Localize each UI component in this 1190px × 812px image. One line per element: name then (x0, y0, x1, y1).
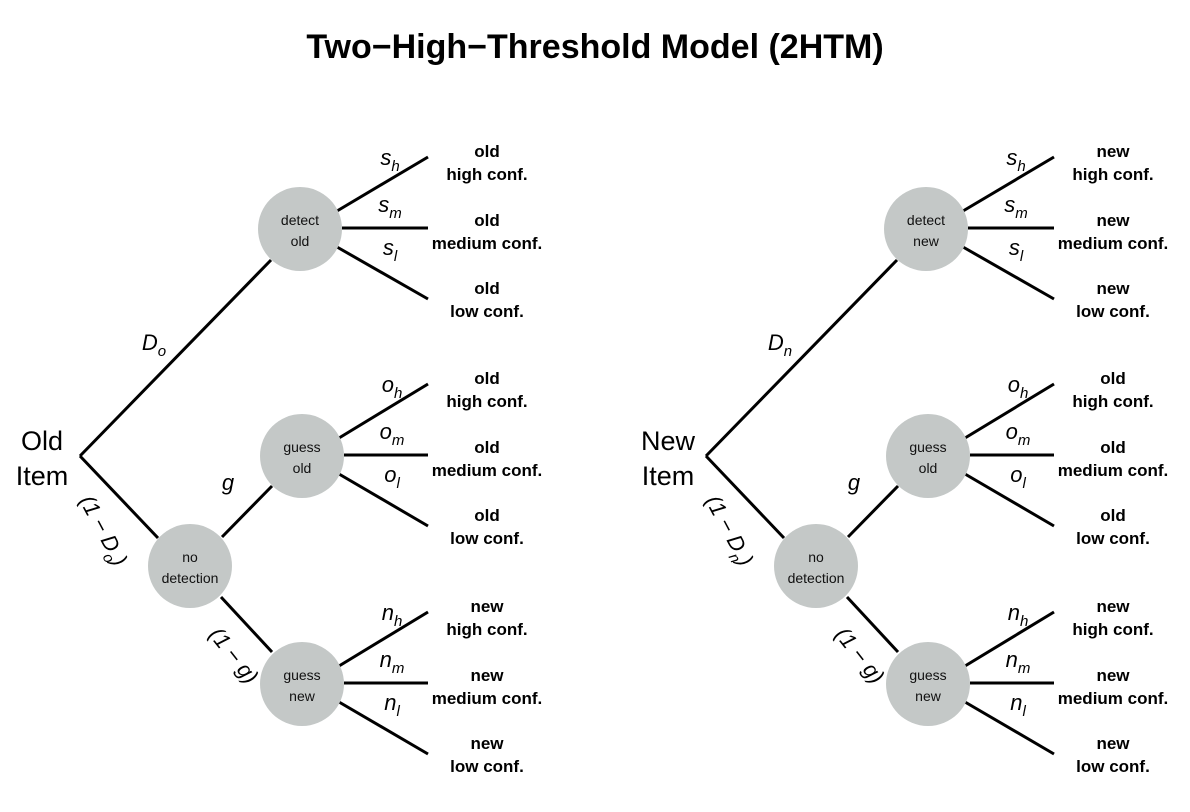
guess-old-branch-high (964, 382, 1055, 440)
edge-root-no-detection (704, 454, 786, 540)
guess-new-branch-low (964, 700, 1055, 756)
param-g: g (848, 470, 861, 495)
edge-root-detect (704, 258, 899, 458)
detect-param-low: sl (383, 235, 398, 265)
param-g: g (222, 470, 235, 495)
detect-branch-low (336, 245, 429, 301)
detect-param-medium: sm (378, 192, 402, 222)
guess-old-param-medium: om (1006, 419, 1031, 449)
guess-old-param-medium: om (380, 419, 405, 449)
edge-no-detection-guess-old (846, 484, 900, 539)
guess-old-param-high: oh (382, 372, 403, 402)
guess-old-branch-low (338, 472, 429, 528)
no-detection-node-shape (774, 524, 858, 608)
detect-node-shape (884, 187, 968, 271)
guess-new-branch-high (338, 610, 429, 668)
detect-node-shape (258, 187, 342, 271)
guess-new-param-medium: nm (1006, 647, 1031, 677)
guess-old-param-low: ol (384, 462, 400, 492)
guess-new-param-high: nh (382, 600, 403, 630)
detect-param-medium: sm (1004, 192, 1028, 222)
guess-new-branch-low (338, 700, 429, 756)
guess-old-param-low: ol (1010, 462, 1026, 492)
guess-new-branch-high (964, 610, 1055, 668)
edge-no-detection-guess-new (219, 595, 274, 654)
edge-root-no-detection (78, 454, 160, 540)
edge-no-detection-guess-new (845, 595, 900, 654)
detect-branch-low (962, 245, 1055, 301)
detect-branch-high (336, 155, 429, 213)
diagram-title: Two−High−Threshold Model (2HTM) (306, 28, 883, 66)
detect-param-high: sh (1006, 145, 1025, 175)
param-D: Dn (768, 330, 792, 360)
guess-new-param-low: nl (1010, 690, 1026, 720)
guess-old-node-shape (260, 414, 344, 498)
guess-old-node-shape (886, 414, 970, 498)
guess-old-branch-low (964, 472, 1055, 528)
edge-root-detect (78, 258, 273, 458)
edge-no-detection-guess-old (220, 484, 274, 539)
param-D: Do (142, 330, 166, 360)
guess-new-param-high: nh (1008, 600, 1029, 630)
guess-old-branch-high (338, 382, 429, 440)
guess-new-node-shape (886, 642, 970, 726)
guess-new-node-shape (260, 642, 344, 726)
guess-new-param-low: nl (384, 690, 400, 720)
guess-old-param-high: oh (1008, 372, 1029, 402)
detect-param-low: sl (1009, 235, 1024, 265)
detect-branch-high (962, 155, 1055, 213)
detect-param-high: sh (380, 145, 399, 175)
no-detection-node-shape (148, 524, 232, 608)
guess-new-param-medium: nm (380, 647, 405, 677)
